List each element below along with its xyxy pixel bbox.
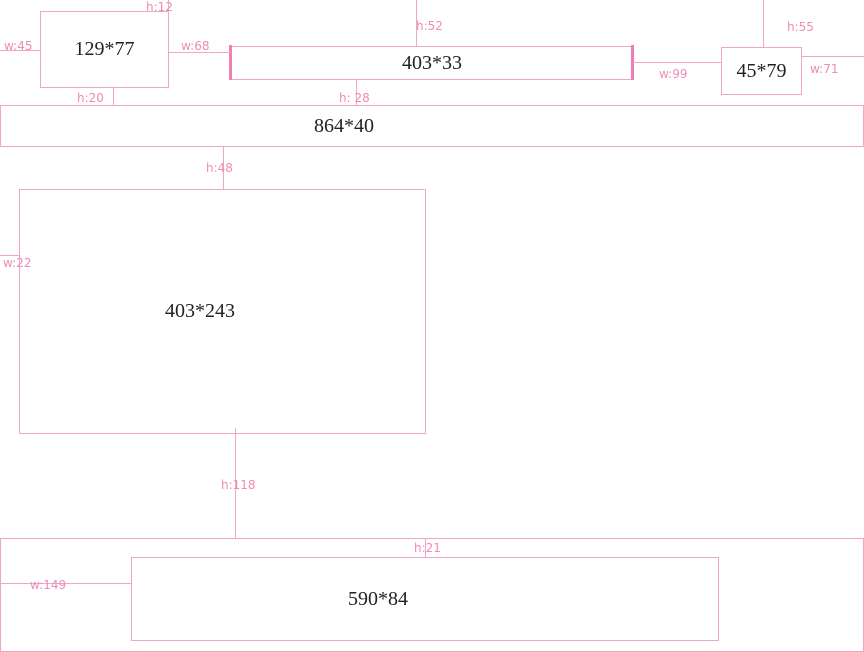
dim-line-main-w (0, 255, 19, 256)
box-bottom-inner: 590*84 (131, 557, 719, 641)
box-top-left-label: 129*77 (74, 38, 135, 60)
dim-line-bottom-inner-w (0, 583, 131, 584)
top-middle-right-bar (631, 45, 634, 80)
dim-label-main-w: w:22 (3, 256, 32, 270)
dim-line-top-right-w (802, 56, 864, 57)
box-header-band-label: 864*40 (314, 114, 374, 137)
dim-label-main-to-bottom: h:118 (221, 478, 256, 492)
dim-line-bottom-inner-h (425, 538, 426, 557)
box-main-block: 403*243 (19, 189, 426, 434)
dim-line-top-mid-h-bottom (356, 80, 357, 105)
dim-label-top-mid-h-top: h:52 (416, 19, 443, 33)
dim-line-top-right-h-top (763, 0, 764, 47)
dim-label-bottom-inner-w: w:149 (30, 578, 67, 592)
dim-label-top-left-h-bottom: h:20 (77, 91, 104, 105)
dim-label-top-mid-h-bottom: h: 28 (339, 91, 370, 105)
box-top-middle: 403*33 (231, 46, 633, 80)
box-top-right-label: 45*79 (736, 59, 787, 82)
dim-line-top-left-to-mid (169, 52, 231, 53)
dim-label-top-left-h-top: h:12 (146, 0, 173, 14)
dim-line-top-mid-h-top (416, 0, 417, 46)
dim-line-top-left-w (0, 50, 40, 51)
dim-label-top-left-to-mid: w:68 (181, 39, 210, 53)
dim-line-main-to-bottom (235, 428, 236, 538)
dim-label-top-right-h-top: h:55 (787, 20, 814, 34)
box-header-band: 864*40 (0, 105, 864, 147)
dim-label-top-left-w: w:45 (4, 39, 33, 53)
dim-line-top-left-h-top (168, 0, 169, 11)
box-top-right: 45*79 (721, 47, 802, 95)
dim-label-mid-to-right: w:99 (659, 67, 688, 81)
dim-line-mid-to-right (633, 62, 721, 63)
dim-line-top-left-h-bottom (113, 88, 114, 105)
box-top-left: 129*77 (40, 11, 169, 88)
top-middle-left-bar (229, 45, 232, 80)
dim-label-bottom-inner-h: h:21 (414, 541, 441, 555)
dim-label-band-to-main: h:48 (206, 161, 233, 175)
dim-line-band-to-main (223, 147, 224, 189)
dim-label-top-right-w: w:71 (810, 62, 839, 76)
box-top-middle-label: 403*33 (402, 51, 462, 74)
box-bottom-inner-label: 590*84 (348, 587, 408, 610)
box-main-block-label: 403*243 (165, 300, 235, 322)
